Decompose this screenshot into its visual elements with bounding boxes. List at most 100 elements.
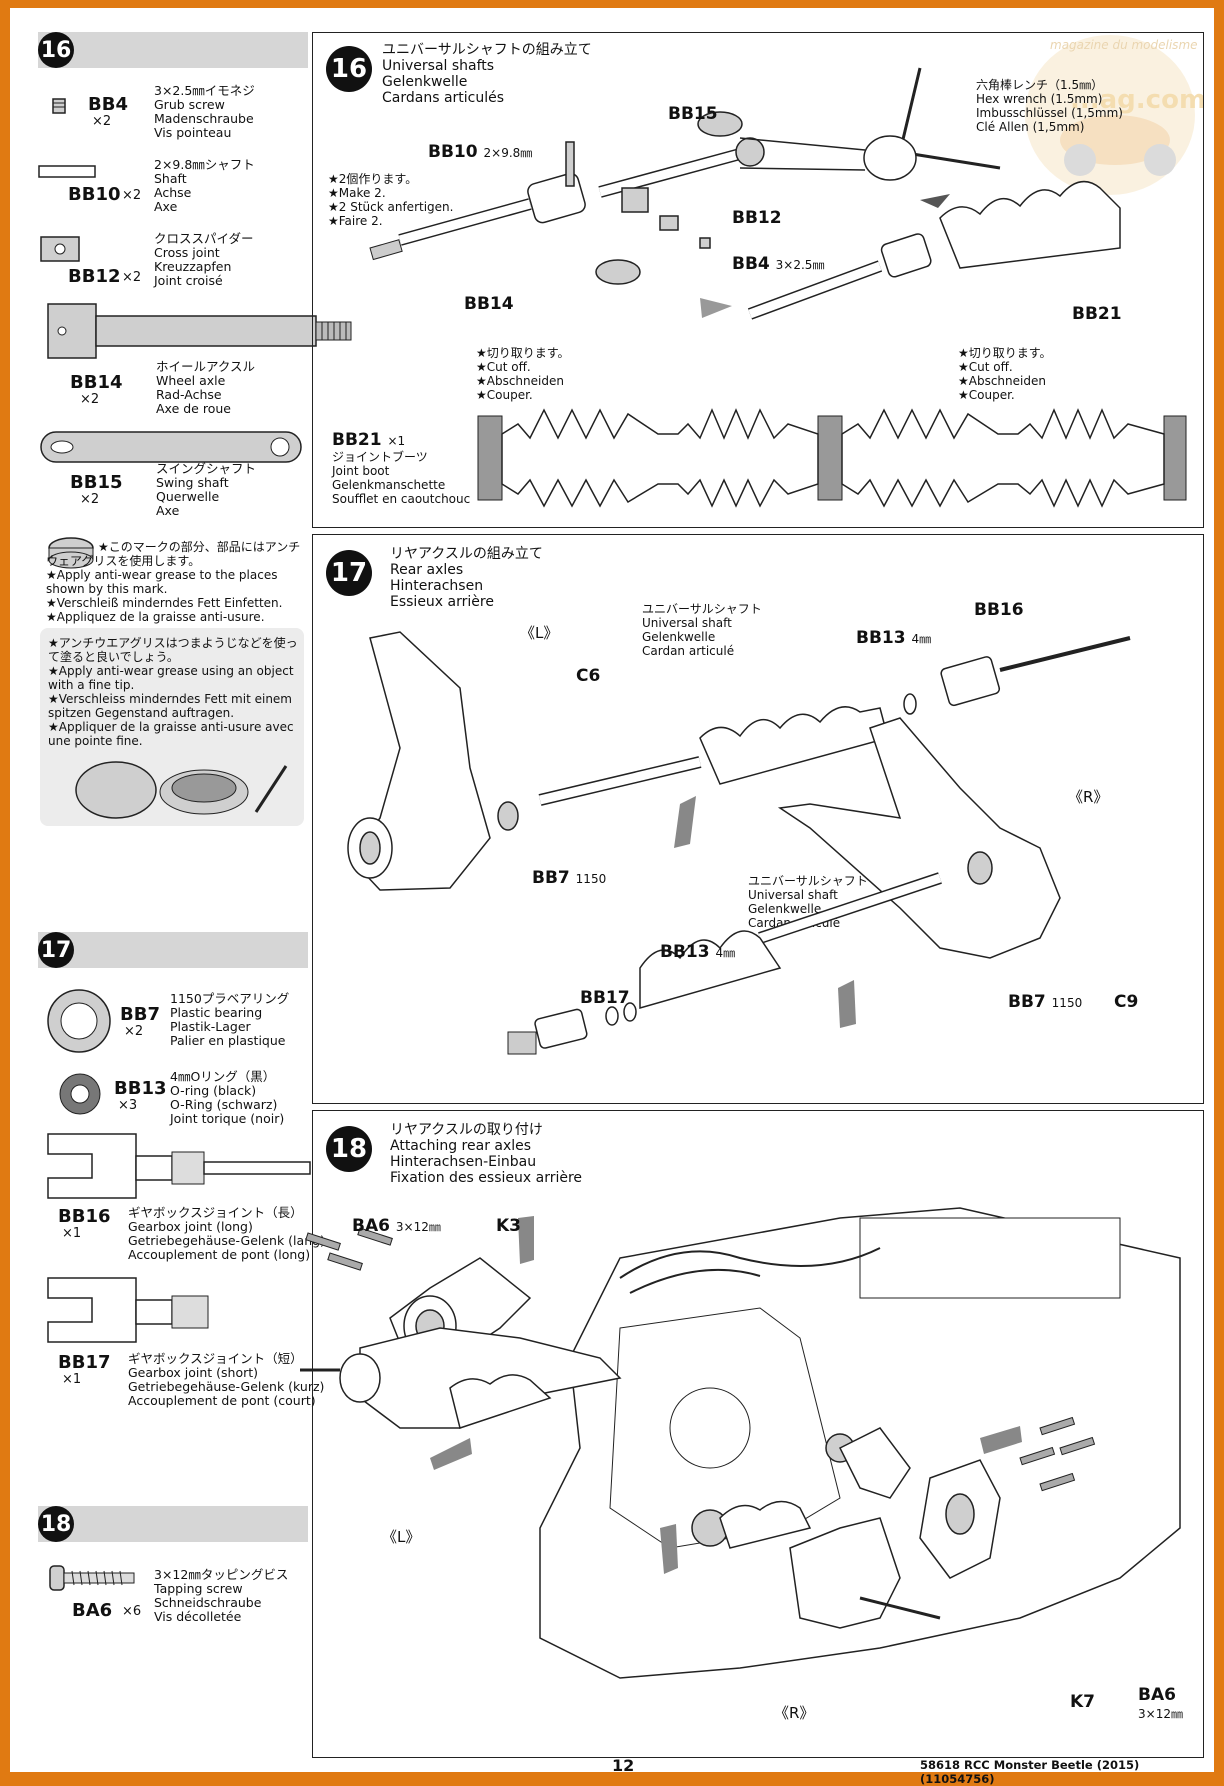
- grease-application-icon: [75, 761, 288, 819]
- step-18-ba6-right-code: BA6: [1138, 1685, 1176, 1705]
- bb12-code: BB12: [68, 266, 121, 287]
- grease-mark-note: ★このマークの部分、部品にはアンチウェアグリスを使用します。 ★Apply an…: [46, 540, 301, 624]
- step-16-bb14-label: BB14: [464, 294, 514, 314]
- step-17-bb17-label: BB17: [580, 988, 630, 1008]
- step-17-left-mark: 《L》: [520, 624, 559, 642]
- bb21-code: BB21: [332, 430, 382, 450]
- step-17-bb16-label: BB16: [974, 600, 1024, 620]
- bb7-qty: ×2: [124, 1024, 144, 1039]
- step-16-bb15-label: BB15: [668, 104, 718, 124]
- bb17-desc: ギヤボックスジョイント（短） Gearbox joint (short) Get…: [128, 1351, 325, 1408]
- step-17-assembly-illustration: [347, 631, 1131, 1055]
- bb21-desc: ジョイントブーツ Joint boot Gelenkmanschette Sou…: [332, 450, 471, 506]
- bb7-bearing-icon: [47, 989, 111, 1053]
- step-16-make-2-note: ★2個作ります。 ★Make 2. ★2 Stück anfertigen. ★…: [328, 172, 454, 228]
- step-16-bb10-code: BB10: [428, 142, 478, 162]
- step-18-title: リヤアクスルの取り付け Attaching rear axles Hintera…: [390, 1122, 583, 1186]
- bb15-swing-shaft-icon: [40, 431, 302, 463]
- ba6-code: BA6: [72, 1600, 113, 1621]
- step-16-bb4-label: BB4 3×2.5㎜: [732, 254, 824, 274]
- cut-off-note-left: ★切り取ります。 ★Cut off. ★Abschneiden ★Couper.: [476, 346, 570, 402]
- grease-tub-icon: [48, 537, 94, 569]
- bb15-qty: ×2: [80, 492, 100, 507]
- bb12-qty: ×2: [122, 270, 142, 285]
- step-16-bb4-code: BB4: [732, 254, 770, 274]
- bb4-desc: 3×2.5㎜イモネジ Grub screw Madenschraube Vis …: [154, 83, 255, 140]
- step-18-ba6-right-label: BA6 3×12㎜: [1138, 1686, 1183, 1723]
- c6-label: C6: [576, 666, 601, 686]
- step-16-bb21-label: BB21: [1072, 304, 1122, 324]
- step-16-assembly-illustration: [369, 67, 1121, 320]
- step-18-ba6-left-size: 3×12㎜: [395, 1220, 441, 1234]
- step-17-bb13-top-code: BB13: [856, 628, 906, 648]
- bb4-code: BB4: [88, 94, 128, 115]
- bb10-shaft-icon: [38, 165, 96, 178]
- bb15-code: BB15: [70, 472, 123, 493]
- step-17-bb13-top-size: 4㎜: [911, 632, 932, 646]
- bb13-desc: 4㎜Oリング（黒） O-ring (black) O-Ring (schwarz…: [170, 1069, 285, 1126]
- step-16-panel: [312, 32, 1204, 528]
- bb10-desc: 2×9.8㎜シャフト Shaft Achse Axe: [154, 157, 255, 214]
- bb21-qty: ×1: [387, 434, 406, 448]
- watermark-logo: magazine du modelisme ...ag.com: [1020, 30, 1206, 200]
- step-17-bb7-right-code: BB7: [1008, 992, 1046, 1012]
- step-18-panel: [312, 1110, 1204, 1758]
- manual-page: magazine du modelisme ...ag.com 16 BB4 ×…: [10, 8, 1214, 1786]
- step-16-bb12-label: BB12: [732, 208, 782, 228]
- bb16-desc: ギヤボックスジョイント（長） Gearbox joint (long) Getr…: [128, 1205, 325, 1262]
- step-17-bb7-right-size: 1150: [1051, 996, 1083, 1010]
- step-17-panel: [312, 534, 1204, 1104]
- watermark-domain: ...ag.com: [1070, 85, 1207, 115]
- step-17-bb7-left-code: BB7: [532, 868, 570, 888]
- hex-wrench-label: 六角棒レンチ（1.5㎜） Hex wrench (1.5mm) Imbussch…: [976, 78, 1123, 134]
- grease-tip-note: ★アンチウエアグリスはつまようじなどを使って塗ると良いでしょう。 ★Apply …: [48, 636, 298, 748]
- step-16-bb10-size: 2×9.8㎜: [483, 146, 533, 160]
- step-16-parts-badge: 16: [38, 32, 74, 68]
- bb15-desc: スイングシャフト Swing shaft Querwelle Axe: [156, 461, 257, 518]
- step-17-bb7-left-label: BB7 1150: [532, 868, 606, 888]
- step-16-bb4-size: 3×2.5㎜: [775, 258, 825, 272]
- bb10-code: BB10: [68, 184, 121, 205]
- step-18-badge: 18: [326, 1126, 372, 1172]
- bb16-code: BB16: [58, 1206, 111, 1227]
- step-17-parts-badge: 17: [38, 932, 74, 968]
- step-18-right-mark: 《R》: [774, 1704, 815, 1722]
- bb17-gearbox-joint-short-icon: [47, 1277, 209, 1343]
- bb14-qty: ×2: [80, 392, 100, 407]
- step-17-badge: 17: [326, 550, 372, 596]
- bb14-wheel-axle-icon: [47, 303, 352, 359]
- bb12-desc: クロススパイダー Cross joint Kreuzzapfen Joint c…: [154, 231, 254, 288]
- step-17-bb7-left-size: 1150: [575, 872, 607, 886]
- step-17-bb13-top-label: BB13 4㎜: [856, 628, 931, 648]
- bb13-o-ring-icon: [59, 1073, 101, 1115]
- bb16-gearbox-joint-long-icon: [47, 1133, 311, 1199]
- step-16-parts-header: [38, 32, 308, 68]
- step-18-ba6-left-code: BA6: [352, 1216, 390, 1236]
- step-17-bb13-bottom-code: BB13: [660, 942, 710, 962]
- step-18-assembly-illustration: [300, 1207, 1181, 1679]
- step-17-universal-shaft-label-top: ユニバーサルシャフト Universal shaft Gelenkwelle C…: [642, 602, 762, 658]
- step-18-parts-header: [38, 1506, 308, 1542]
- bb13-code: BB13: [114, 1078, 167, 1099]
- bb7-code: BB7: [120, 1004, 160, 1025]
- step-17-bb13-bottom-size: 4㎜: [715, 946, 736, 960]
- bb4-qty: ×2: [92, 114, 112, 129]
- ba6-tapping-screw-icon: [49, 1565, 135, 1591]
- step-16-badge: 16: [326, 46, 372, 92]
- page-number: 12: [612, 1756, 635, 1775]
- bb17-code: BB17: [58, 1352, 111, 1373]
- bb17-qty: ×1: [62, 1372, 82, 1387]
- ba6-desc: 3×12㎜タッピングビス Tapping screw Schneidschrau…: [154, 1567, 289, 1624]
- bb4-grub-screw-icon: [52, 98, 66, 114]
- step-17-bb7-right-label: BB7 1150: [1008, 992, 1082, 1012]
- watermark-text: magazine du modelisme: [1050, 38, 1198, 52]
- bb10-qty: ×2: [122, 188, 142, 203]
- step-17-title: リヤアクスルの組み立て Rear axles Hinterachsen Essi…: [390, 546, 543, 610]
- ba6-qty: ×6: [122, 1604, 142, 1619]
- step-18-parts-badge: 18: [38, 1506, 74, 1542]
- step-17-right-mark: 《R》: [1068, 788, 1109, 806]
- bb21-part-label: BB21 ×1: [332, 430, 405, 450]
- step-17-parts-header: [38, 932, 308, 968]
- k7-label: K7: [1070, 1692, 1096, 1712]
- step-18-ba6-right-size: 3×12㎜: [1138, 1707, 1183, 1721]
